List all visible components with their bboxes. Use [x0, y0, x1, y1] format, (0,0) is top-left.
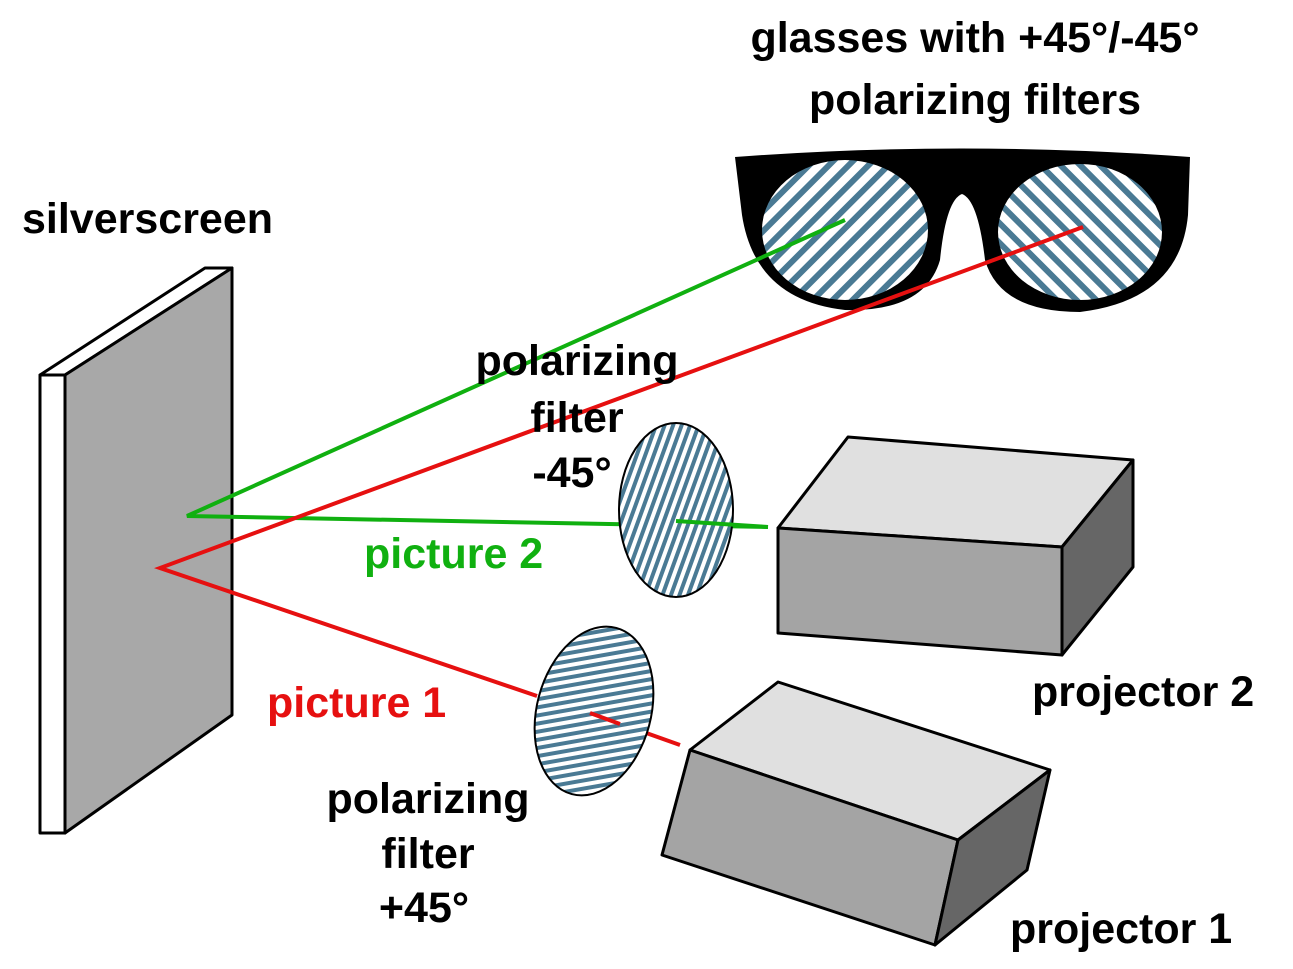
filter-bottom-label-line3: +45° [379, 884, 469, 932]
filter-bottom-label-line2: filter [381, 830, 474, 878]
filter-top-label-line1: polarizing [475, 337, 678, 385]
silverscreen-label: silverscreen [22, 195, 273, 243]
filter-top-label-line3: -45° [532, 449, 611, 497]
filter-top-label-line2: filter [530, 394, 623, 442]
silverscreen [38, 266, 234, 835]
picture2-rays [186, 218, 846, 529]
projector-2 [776, 435, 1135, 657]
picture1-label: picture 1 [267, 679, 446, 727]
glasses-label-line2: polarizing filters [809, 76, 1141, 124]
glasses-label-line1: glasses with +45°/-45° [750, 14, 1199, 62]
polarizing-filter-minus45 [618, 422, 734, 598]
projector2-label: projector 2 [1032, 668, 1254, 716]
filter-bottom-label-line1: polarizing [326, 775, 529, 823]
picture2-label: picture 2 [364, 530, 543, 578]
polarized-glasses [735, 148, 1190, 312]
polarizing-filter-plus45 [533, 625, 655, 797]
projector-1 [660, 680, 1052, 947]
left-lens [762, 160, 928, 300]
projector1-label: projector 1 [1010, 905, 1232, 953]
right-lens [998, 164, 1162, 300]
